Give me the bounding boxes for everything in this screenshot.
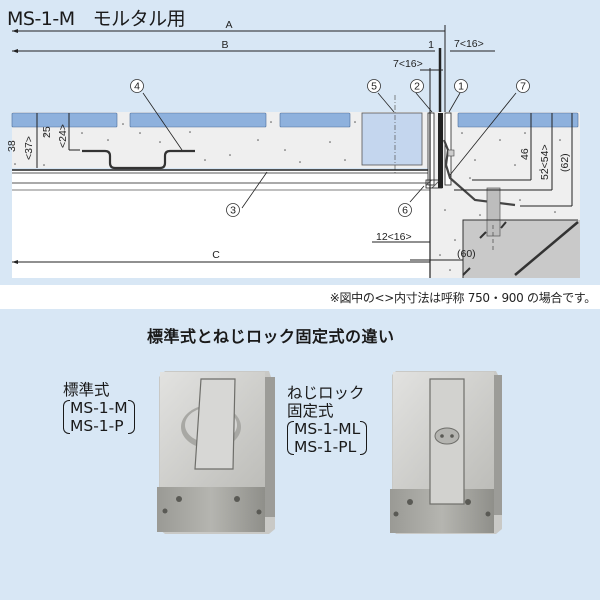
screw-lock-models: MS-1-ML MS-1-PL bbox=[287, 420, 368, 456]
cross-section-panel: MS-1-M モルタル用 bbox=[0, 0, 600, 285]
anchor-plate bbox=[82, 149, 195, 170]
comparison-title: 標準式とねじロック固定式の違い bbox=[147, 327, 395, 346]
standard-label: 標準式 MS-1-M MS-1-P bbox=[63, 381, 135, 435]
callout-1: 1 bbox=[458, 81, 464, 93]
page-title: MS-1-M モルタル用 bbox=[7, 4, 186, 31]
dim-C: C bbox=[212, 249, 220, 261]
screw-lock-model-1: MS-1-ML bbox=[294, 420, 361, 438]
cross-section-diagram: 4 3 5 2 1 7 6 A B C 1 7<16> 7<16> 12<16>… bbox=[6, 19, 580, 278]
dim-gap: 1 bbox=[428, 39, 434, 51]
dim-46: 46 bbox=[519, 148, 531, 160]
dim-62: (62) bbox=[559, 153, 571, 172]
callout-3: 3 bbox=[230, 205, 236, 217]
screw-lock-name-1: ねじロック bbox=[287, 384, 365, 402]
standard-model-1: MS-1-M bbox=[70, 399, 128, 417]
sealant bbox=[425, 179, 443, 189]
aggregate-dots bbox=[14, 121, 561, 271]
dim-B: B bbox=[221, 39, 228, 51]
dim-24: <24> bbox=[57, 124, 69, 148]
dim-52-54: 52<54> bbox=[539, 144, 551, 180]
comparison-panel: 標準式とねじロック固定式の違い 標準式 MS-1-M MS-1-P ねじロック … bbox=[0, 309, 600, 600]
frame-block bbox=[361, 112, 423, 166]
dim-12-16: 12<16> bbox=[376, 231, 412, 243]
standard-product-image bbox=[157, 371, 275, 534]
screw-lock-product-image bbox=[390, 371, 502, 534]
dimension-note: ※図中の<>内寸法は呼称 750・900 の場合です。 bbox=[329, 291, 597, 305]
callout-7: 7 bbox=[520, 81, 526, 93]
standard-models: MS-1-M MS-1-P bbox=[63, 399, 135, 435]
screw-lock-model-2: MS-1-PL bbox=[294, 438, 357, 456]
model-name: MS-1-M bbox=[7, 8, 75, 30]
anchor-bolt bbox=[486, 187, 501, 237]
dim-60: (60) bbox=[457, 248, 476, 260]
dim-25: 25 bbox=[41, 126, 53, 138]
callout-4: 4 bbox=[134, 81, 140, 93]
callout-5: 5 bbox=[371, 81, 377, 93]
dim-inner-7-16: 7<16> bbox=[393, 58, 423, 70]
callout-6: 6 bbox=[402, 205, 408, 217]
dim-right-7-16: 7<16> bbox=[454, 38, 484, 50]
dimension-lines bbox=[12, 25, 573, 263]
model-subtitle: モルタル用 bbox=[92, 8, 186, 30]
void-area bbox=[12, 170, 430, 278]
dim-A: A bbox=[225, 19, 232, 31]
standard-type-name: 標準式 bbox=[63, 381, 110, 399]
standard-model-2: MS-1-P bbox=[70, 417, 124, 435]
callout-2: 2 bbox=[414, 81, 420, 93]
dim-38: 38 bbox=[6, 140, 18, 152]
screw-lock-label: ねじロック 固定式 MS-1-ML MS-1-PL bbox=[287, 384, 368, 456]
tiles bbox=[11, 112, 579, 128]
note-strip: ※図中の<>内寸法は呼称 750・900 の場合です。 bbox=[0, 285, 600, 309]
dim-37: <37> bbox=[23, 136, 35, 160]
screw-lock-name-2: 固定式 bbox=[287, 402, 334, 420]
